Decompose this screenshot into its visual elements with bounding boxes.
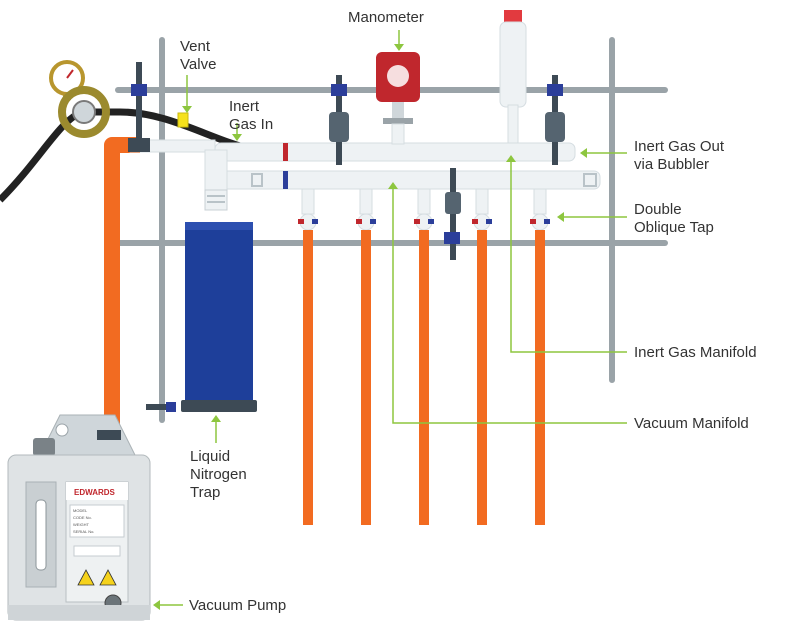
inert-gas-hose: [0, 108, 256, 203]
bubbler: [499, 10, 527, 144]
plate-line-4: SERIAL No.: [73, 529, 94, 534]
warning-icon: [99, 569, 117, 586]
label-liquid-nitrogen-trap: Liquid Nitrogen Trap: [190, 448, 247, 501]
red-joint-marker: [283, 143, 288, 161]
label-vacuum-pump: Vacuum Pump: [189, 597, 287, 614]
leader-lines: [158, 30, 627, 606]
label-double-oblique-tap: Double Oblique Tap: [634, 201, 714, 236]
inert-gas-manifold-tube: [214, 142, 576, 162]
vacuum-pump: EDWARDS MODEL CODE No. WEIGHT SERIAL No.: [7, 414, 151, 621]
vacuum-manifold-tube: [214, 170, 601, 190]
label-inert-gas-in: Inert Gas In: [229, 98, 274, 133]
pressure-gauge: [49, 60, 110, 138]
pump-brand: EDWARDS: [74, 488, 116, 497]
plate-line-1: MODEL: [73, 508, 88, 513]
label-inert-gas-manifold: Inert Gas Manifold: [634, 344, 757, 361]
label-manometer: Manometer: [348, 9, 424, 26]
tap-3[interactable]: [414, 188, 434, 525]
warning-icon: [77, 569, 95, 586]
label-vacuum-manifold: Vacuum Manifold: [634, 415, 749, 432]
vacuum-manifold-stopcock[interactable]: [444, 168, 461, 260]
left-stopcock: [128, 62, 150, 152]
plate-line-2: CODE No.: [73, 515, 92, 520]
vacuum-hose: [104, 137, 140, 430]
inert-gas-stopcock-right[interactable]: [545, 75, 565, 165]
plate-line-3: WEIGHT: [73, 522, 90, 527]
tap-4[interactable]: [472, 188, 492, 525]
label-inert-gas-out: Inert Gas Out via Bubbler: [634, 138, 725, 173]
liquid-nitrogen-trap: [146, 222, 257, 412]
leader-arrowheads: [153, 44, 587, 610]
tap-1[interactable]: [298, 188, 318, 525]
tap-5[interactable]: [530, 188, 550, 525]
tap-2[interactable]: [356, 188, 376, 525]
inert-gas-stopcock-left[interactable]: [329, 75, 349, 165]
double-oblique-taps: [298, 188, 550, 525]
label-vent-valve: Vent Valve: [180, 38, 217, 73]
blue-joint-marker: [283, 171, 288, 189]
vent-valve[interactable]: [177, 112, 189, 128]
manometer: [376, 52, 420, 145]
